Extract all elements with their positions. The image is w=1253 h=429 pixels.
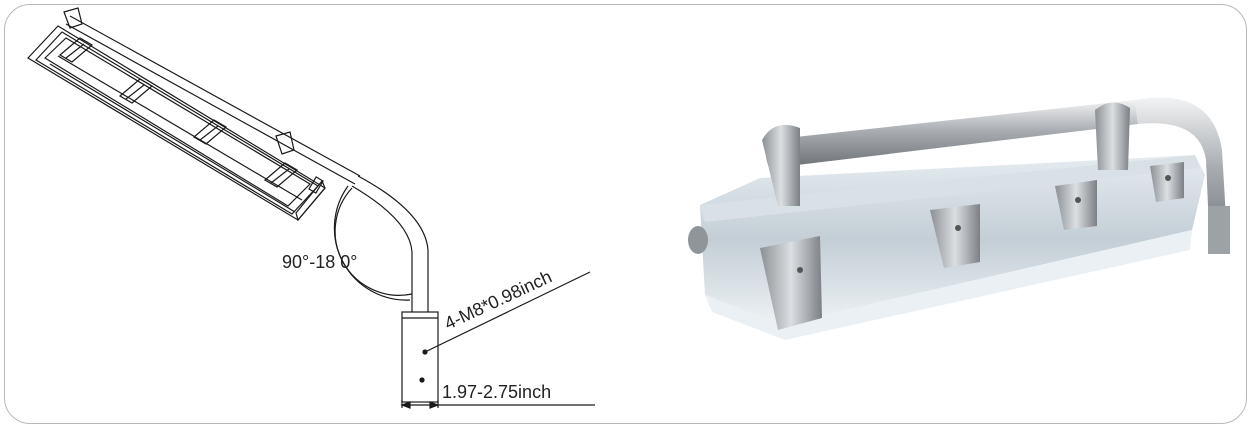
bolt-hole bbox=[419, 377, 425, 383]
bolt-leader-line bbox=[424, 271, 591, 353]
pole bbox=[351, 175, 439, 403]
product-photo bbox=[688, 97, 1230, 340]
angle-indicator bbox=[333, 185, 413, 301]
bracket-arm bbox=[63, 7, 361, 185]
angle-label: 90°-18 0° bbox=[282, 252, 357, 272]
mounting-clips bbox=[58, 37, 299, 188]
housing-clips bbox=[760, 162, 1184, 330]
pole-diameter-label: 1.97-2.75inch bbox=[442, 382, 551, 402]
bolt-spec-label: 4-M8*0.98inch bbox=[441, 266, 555, 333]
installation-diagram: 90°-18 0° 4-M8*0.98inch 1.97-2.75inch bbox=[27, 7, 595, 409]
tube-clamps bbox=[762, 102, 1130, 206]
diameter-dimension bbox=[400, 400, 595, 409]
bolt-hole bbox=[422, 349, 428, 355]
fixture-outline bbox=[27, 25, 326, 222]
page-frame bbox=[4, 4, 1247, 424]
